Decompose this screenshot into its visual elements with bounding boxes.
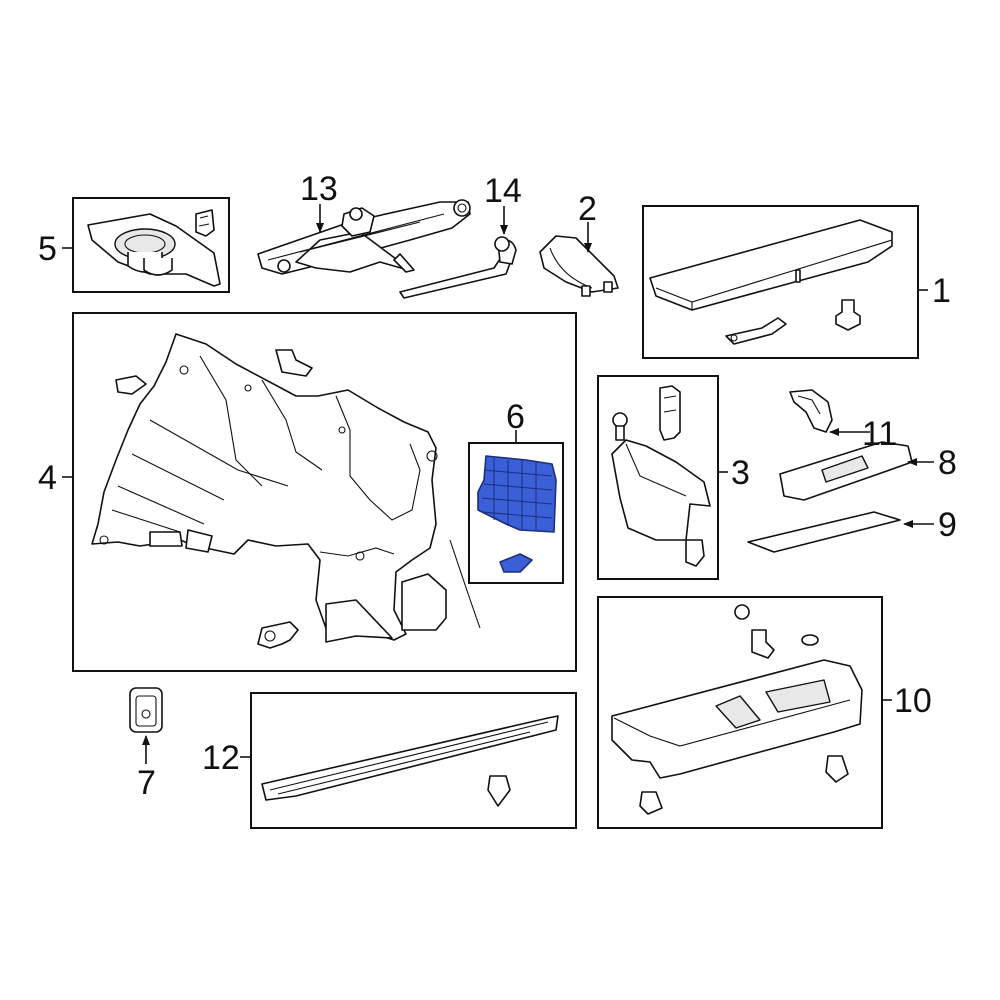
- callout-14: 14: [484, 172, 522, 210]
- part-11-cap[interactable]: [789, 389, 833, 433]
- part-9-mat[interactable]: [747, 511, 901, 553]
- frame-part-10: [597, 596, 883, 829]
- part-10-tray[interactable]: [611, 604, 863, 815]
- callout-11: 11: [862, 415, 897, 453]
- frame-part-5: [72, 197, 230, 293]
- part-8-floor-cover[interactable]: [779, 441, 913, 501]
- part-3-storage-box[interactable]: [611, 385, 711, 567]
- part-2-side-cover[interactable]: [539, 235, 619, 297]
- part-4-quarter-panel[interactable]: [91, 333, 481, 649]
- part-1-deck-board[interactable]: [649, 219, 893, 345]
- part-6-trim-cover[interactable]: [477, 455, 557, 573]
- callout-4: 4: [38, 459, 57, 497]
- callout-9: 9: [938, 506, 957, 544]
- frame-part-3: [597, 375, 719, 580]
- callout-6: 6: [506, 398, 525, 436]
- callout-1: 1: [932, 272, 951, 310]
- part-13-jack[interactable]: [257, 199, 471, 275]
- callout-10: 10: [894, 682, 932, 720]
- part-14-jack-handle[interactable]: [399, 236, 517, 299]
- callout-3: 3: [731, 454, 750, 492]
- part-5-cup-holder[interactable]: [87, 209, 221, 287]
- callout-7: 7: [137, 764, 156, 802]
- part-12-scuff-plate[interactable]: [261, 715, 559, 807]
- callout-labels: 1 2 3 4 5 6 7 8 9 10 11 12 13 14: [38, 170, 957, 802]
- callout-5: 5: [38, 230, 57, 268]
- callout-2: 2: [578, 190, 597, 228]
- frame-part-1: [642, 205, 919, 359]
- leader-lines: [62, 204, 934, 764]
- part-7-clip[interactable]: [129, 687, 163, 733]
- callout-12: 12: [202, 739, 240, 777]
- frame-part-12: [250, 692, 577, 829]
- callout-13: 13: [300, 170, 338, 208]
- callout-8: 8: [938, 444, 957, 482]
- frame-part-4: [72, 312, 577, 672]
